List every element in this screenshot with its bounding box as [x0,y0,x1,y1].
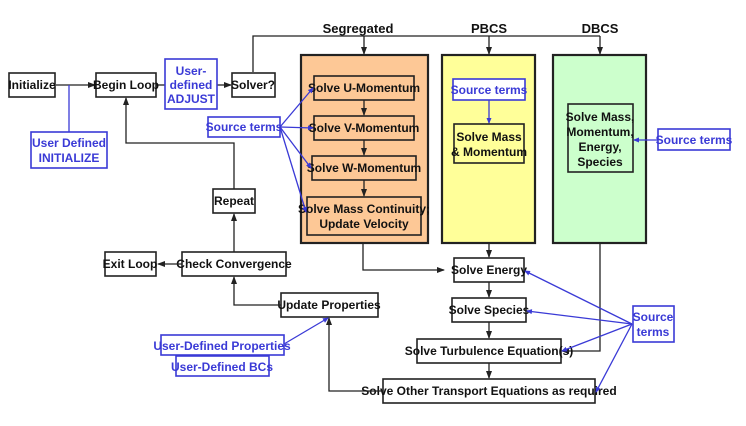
solver-label: Solver? [231,78,275,92]
solve-v-momentum-box: Solve V-Momentum [309,115,420,141]
begin-loop-label: Begin Loop [93,78,159,92]
arrow-other-to-update [326,317,383,392]
solve-all-line-4: Species [577,155,623,169]
source-arrow-turbulence [561,323,633,352]
solve-all-line-1: Solve Mass, [566,110,635,124]
initialize-label: Initialize [8,78,56,92]
user-initialize-line-2: INITIALIZE [39,151,100,165]
user-adjust-line-3: ADJUST [167,92,216,106]
user-initialize-box: User Defined INITIALIZE [30,131,108,169]
source-terms-segregated-label: Source terms [206,120,283,134]
solve-species-label: Solve Species [449,303,530,317]
user-properties-label: User-Defined Properties [153,339,291,353]
source-terms-dbcs-box: Source terms [656,128,733,151]
user-bcs-label: User-Defined BCs [171,360,273,374]
arrow-segregated-to-energy [362,243,445,273]
dbcs-header: DBCS [582,21,619,36]
source-arrow-w [279,126,312,169]
solver-box: Solver? [231,72,276,98]
repeat-label: Repeat [214,194,254,208]
solve-v-label: Solve V-Momentum [309,121,420,135]
user-properties-box: User-Defined Properties [153,334,291,356]
source-arrow-other [595,323,633,393]
solve-u-label: Solve U-Momentum [308,81,420,95]
source-terms-segregated-box: Source terms [206,116,283,138]
check-convergence-box: Check Convergence [176,251,292,277]
segregated-header: Segregated [323,21,394,36]
user-initialize-line-1: User Defined [32,136,106,150]
solve-energy-box: Solve Energy [451,257,527,283]
solve-mass-momentum-line-2: & Momentum [451,145,527,159]
source-terms-pbcs-box: Source terms [451,78,528,101]
source-terms-right-box: Source terms [632,305,675,343]
repeat-box: Repeat [212,188,256,214]
solve-all-box: Solve Mass, Momentum, Energy, Species [566,103,635,173]
pbcs-header: PBCS [471,21,507,36]
solve-w-momentum-box: Solve W-Momentum [307,155,421,181]
solve-mass-momentum-box: Solve Mass & Momentum [451,123,527,164]
solve-u-momentum-box: Solve U-Momentum [308,75,420,101]
user-adjust-line-2: defined [170,78,213,92]
source-arrow-v [279,125,314,131]
solve-mass-continuity-line-2: Update Velocity [319,217,409,231]
solve-mass-continuity-line-1: Solve Mass Continuity; [298,202,430,216]
solve-all-line-2: Momentum, [566,125,633,139]
solve-species-box: Solve Species [449,297,530,323]
source-terms-right-line-2: terms [637,325,670,339]
update-properties-label: Update Properties [277,298,381,312]
solver-branch-line [252,35,600,72]
solve-mass-continuity-box: Solve Mass Continuity; Update Velocity [298,196,430,236]
exit-loop-box: Exit Loop [103,251,158,277]
solve-turbulence-box: Solve Turbulence Equation(s) [405,338,573,364]
solve-mass-momentum-line-1: Solve Mass [456,130,522,144]
user-properties-arrow [283,317,329,345]
arrow-dbcs-to-turbulence [561,243,601,354]
solve-other-box: Solve Other Transport Equations as requi… [361,378,617,404]
arrow-update-to-convergence [231,276,281,306]
exit-loop-label: Exit Loop [103,257,158,271]
source-terms-dbcs-label: Source terms [656,133,733,147]
solve-all-line-3: Energy, [578,140,621,154]
user-bcs-box: User-Defined BCs [171,355,273,377]
solve-w-label: Solve W-Momentum [307,161,421,175]
solve-energy-label: Solve Energy [451,263,527,277]
check-convergence-label: Check Convergence [176,257,292,271]
source-arrow-energy [524,270,633,325]
source-terms-pbcs-label: Source terms [451,83,528,97]
user-adjust-line-1: User- [176,64,207,78]
user-adjust-box: User- defined ADJUST [164,58,218,110]
initialize-box: Initialize [8,72,56,98]
solve-turbulence-label: Solve Turbulence Equation(s) [405,344,573,358]
solve-other-label: Solve Other Transport Equations as requi… [361,384,616,398]
update-properties-box: Update Properties [277,292,381,318]
source-arrow-u [279,87,314,128]
source-arrow-species [526,309,633,325]
source-terms-right-line-1: Source [633,310,674,324]
arrow-repeat-to-begin [123,97,235,189]
source-arrow-mass [279,126,307,213]
begin-loop-box: Begin Loop [93,72,159,98]
